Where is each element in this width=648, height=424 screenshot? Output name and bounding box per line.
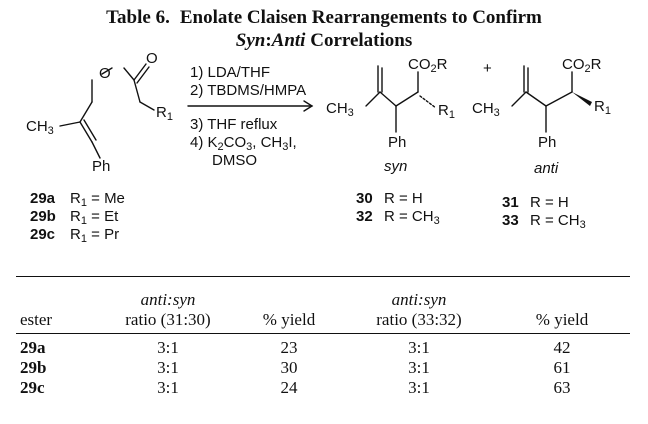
bond-alkene-1 [79,121,93,143]
reaction-scheme: O O R1 CH3 Ph 1) LDA/THF 2) TBDMS/HMPA 3… [0,50,648,270]
bond-c-ch2 [133,79,141,103]
caption-syn: Syn [235,30,266,51]
caption-title-main: Enolate Claisen Rearrangements to Confir… [179,7,542,28]
anti-r1: R1 [594,98,611,117]
bond-alkene-ph [91,141,101,159]
anti-co2r: CO2R [562,56,602,75]
bond-alkene-2 [83,119,97,141]
table-header-rule [16,333,630,334]
reactant-r1: R1 [156,104,173,123]
cell-ratio1: 3:1 [157,378,179,397]
table-caption: Table 6. Enolate Claisen Rearrangements t… [0,6,648,52]
reaction-arrow-head [303,100,314,112]
cell-yield1: 24 [280,378,298,397]
caption-anti: Anti [271,30,306,51]
caption-line-1: Table 6. Enolate Claisen Rearrangements t… [0,6,648,29]
condition-step4-solvent: DMSO [212,152,257,169]
table-number: Table 6. [106,7,170,28]
cell-ratio1: 3:1 [157,338,179,357]
cell-yield1: 30 [280,358,298,377]
table-row: 29c 3:1 24 3:1 63 [16,378,630,398]
anti-ch3: CH3 [472,100,500,119]
bond-syn-r1-hashed [419,95,437,109]
condition-step2: 2) TBDMS/HMPA [190,82,307,99]
scheme-bonds [59,63,592,159]
cell-ester: 29a [20,338,46,357]
cell-ratio2: 3:1 [408,358,430,377]
condition-step1: 1) LDA/THF [190,64,271,81]
reactant-ch3: CH3 [26,118,54,137]
plus-sign: + [483,60,492,77]
cell-ester: 29c [20,378,45,397]
cell-yield1: 23 [280,338,298,357]
syn-label: syn [384,158,408,175]
anti-ph: Ph [538,134,557,151]
cell-ratio1: 3:1 [157,358,179,377]
syn-ph: Ph [388,134,407,151]
bond-ch2-r1 [139,101,155,111]
reactant-ph: Ph [92,158,111,175]
bond-ch2-alkene [79,101,93,123]
cell-yield2: 61 [553,358,571,377]
anti-label: anti [534,160,559,177]
bond-c-o-double-1 [133,63,147,81]
caption-line-2: Syn:Anti Correlations [0,29,648,52]
caption-colon: : [265,30,272,51]
bond-c-o-double-2 [136,66,150,84]
condition-step4: 4) K2CO3, CH3I, [190,134,297,153]
syn-ch3: CH3 [326,100,354,119]
caption-title-end: Correlations [305,30,413,51]
cell-yield2: 42 [553,338,571,357]
bond-ch3-alkene [59,121,81,127]
table-row: 29a 3:1 23 3:1 42 [16,330,630,358]
bond-anti-r1-wedge [572,92,592,106]
bond-syn-ch3 [365,91,381,107]
bond-o-carbonyl [101,67,113,75]
bond-anti-cc [545,91,573,107]
reactant-ester-o: O [99,65,111,82]
cell-ratio2: 3:1 [408,338,430,357]
header-yield-1: % yield [262,310,316,329]
syn-co2r: CO2R [408,56,448,75]
cell-yield2: 63 [553,378,571,397]
header-ester: ester [20,310,53,329]
table-top-rule [16,276,630,277]
bond-anti-cph [525,91,547,107]
bond-syn-cph [379,91,397,107]
cell-ester: 29b [20,358,47,377]
table-row: 29b 3:1 30 3:1 61 [16,358,630,378]
header-yield-2: % yield [535,310,589,329]
cell-ratio2: 3:1 [408,378,430,397]
reactant-carbonyl-o: O [146,50,158,67]
syn-r1: R1 [438,102,455,121]
bond-syn-cc [395,91,419,107]
condition-step3: 3) THF reflux [190,116,278,133]
bond-carbonyl-c [123,67,135,81]
bond-anti-ch3 [511,91,527,107]
